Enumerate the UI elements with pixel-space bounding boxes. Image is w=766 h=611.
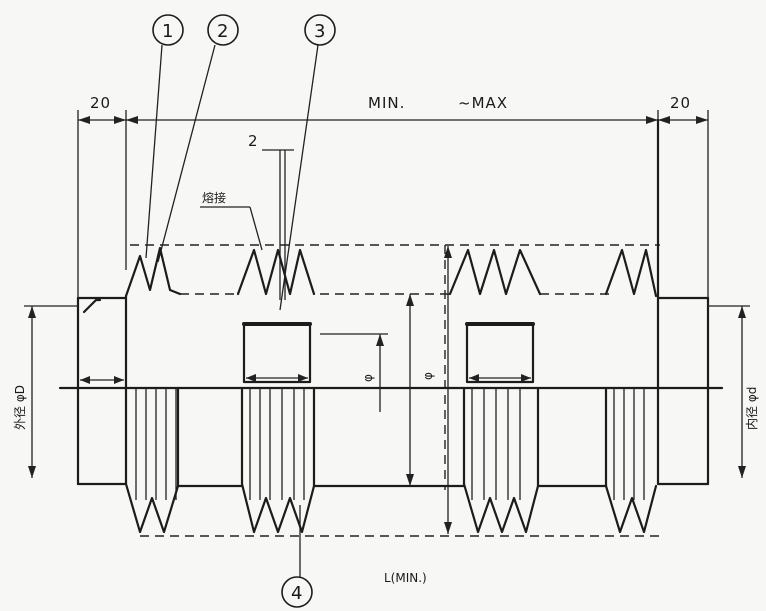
left-end-length: 20 xyxy=(90,94,111,112)
ring-diameter-label: φ xyxy=(361,374,375,382)
right-end-length: 20 xyxy=(670,94,691,112)
span-min-label: MIN. xyxy=(368,94,405,112)
callout-3-number: 3 xyxy=(314,21,325,42)
span-max-label: ~MAX xyxy=(458,94,508,112)
convolution-group-1-upper xyxy=(124,246,182,298)
outer-diameter-label: 外径 φD xyxy=(13,385,27,430)
convolution-group-1-lower xyxy=(124,386,180,534)
bellows-diameter-dimension: φ xyxy=(406,294,435,486)
callout-1: 1 xyxy=(145,14,184,259)
callout-4: 4 xyxy=(281,505,313,608)
callout-2: 2 xyxy=(157,14,239,263)
bellows-diameter-label: φ xyxy=(421,372,435,380)
convolution-group-2-upper xyxy=(236,248,316,296)
reinforcing-ring-right xyxy=(465,322,535,384)
convolution-group-4-lower xyxy=(604,386,658,534)
outer-convolution-dimension xyxy=(444,246,452,534)
inner-diameter-dimension: 内径 φd xyxy=(708,305,759,478)
outer-diameter-dimension: 外径 φD xyxy=(13,305,78,478)
left-end-pipe xyxy=(76,294,128,486)
bellows-upper-outline xyxy=(130,244,660,490)
reinforcing-ring-left xyxy=(242,322,312,384)
centerline xyxy=(58,376,724,390)
weld-label: 熔接 xyxy=(202,190,226,205)
right-end-pipe xyxy=(656,118,710,486)
bottom-length-note: L(MIN.) xyxy=(384,571,427,585)
convolution-group-3-lower xyxy=(462,386,540,534)
callout-4-number: 4 xyxy=(291,583,302,604)
overall-length-dimension: 20 20 MIN. ~MAX xyxy=(77,94,709,300)
gap-value: 2 xyxy=(248,132,259,150)
weld-note: 熔接 xyxy=(200,190,263,251)
inner-diameter-label: 内径 φd xyxy=(745,387,759,430)
callout-1-number: 1 xyxy=(162,21,173,42)
convolution-group-4-upper xyxy=(604,248,658,298)
callout-3: 3 xyxy=(279,14,336,311)
convolution-group-3-upper xyxy=(448,248,542,296)
convolution-group-2-lower xyxy=(240,386,316,534)
ring-diameter-dimension: φ xyxy=(320,333,388,412)
bellows-lower-outline xyxy=(140,484,660,537)
callout-2-number: 2 xyxy=(217,21,228,42)
